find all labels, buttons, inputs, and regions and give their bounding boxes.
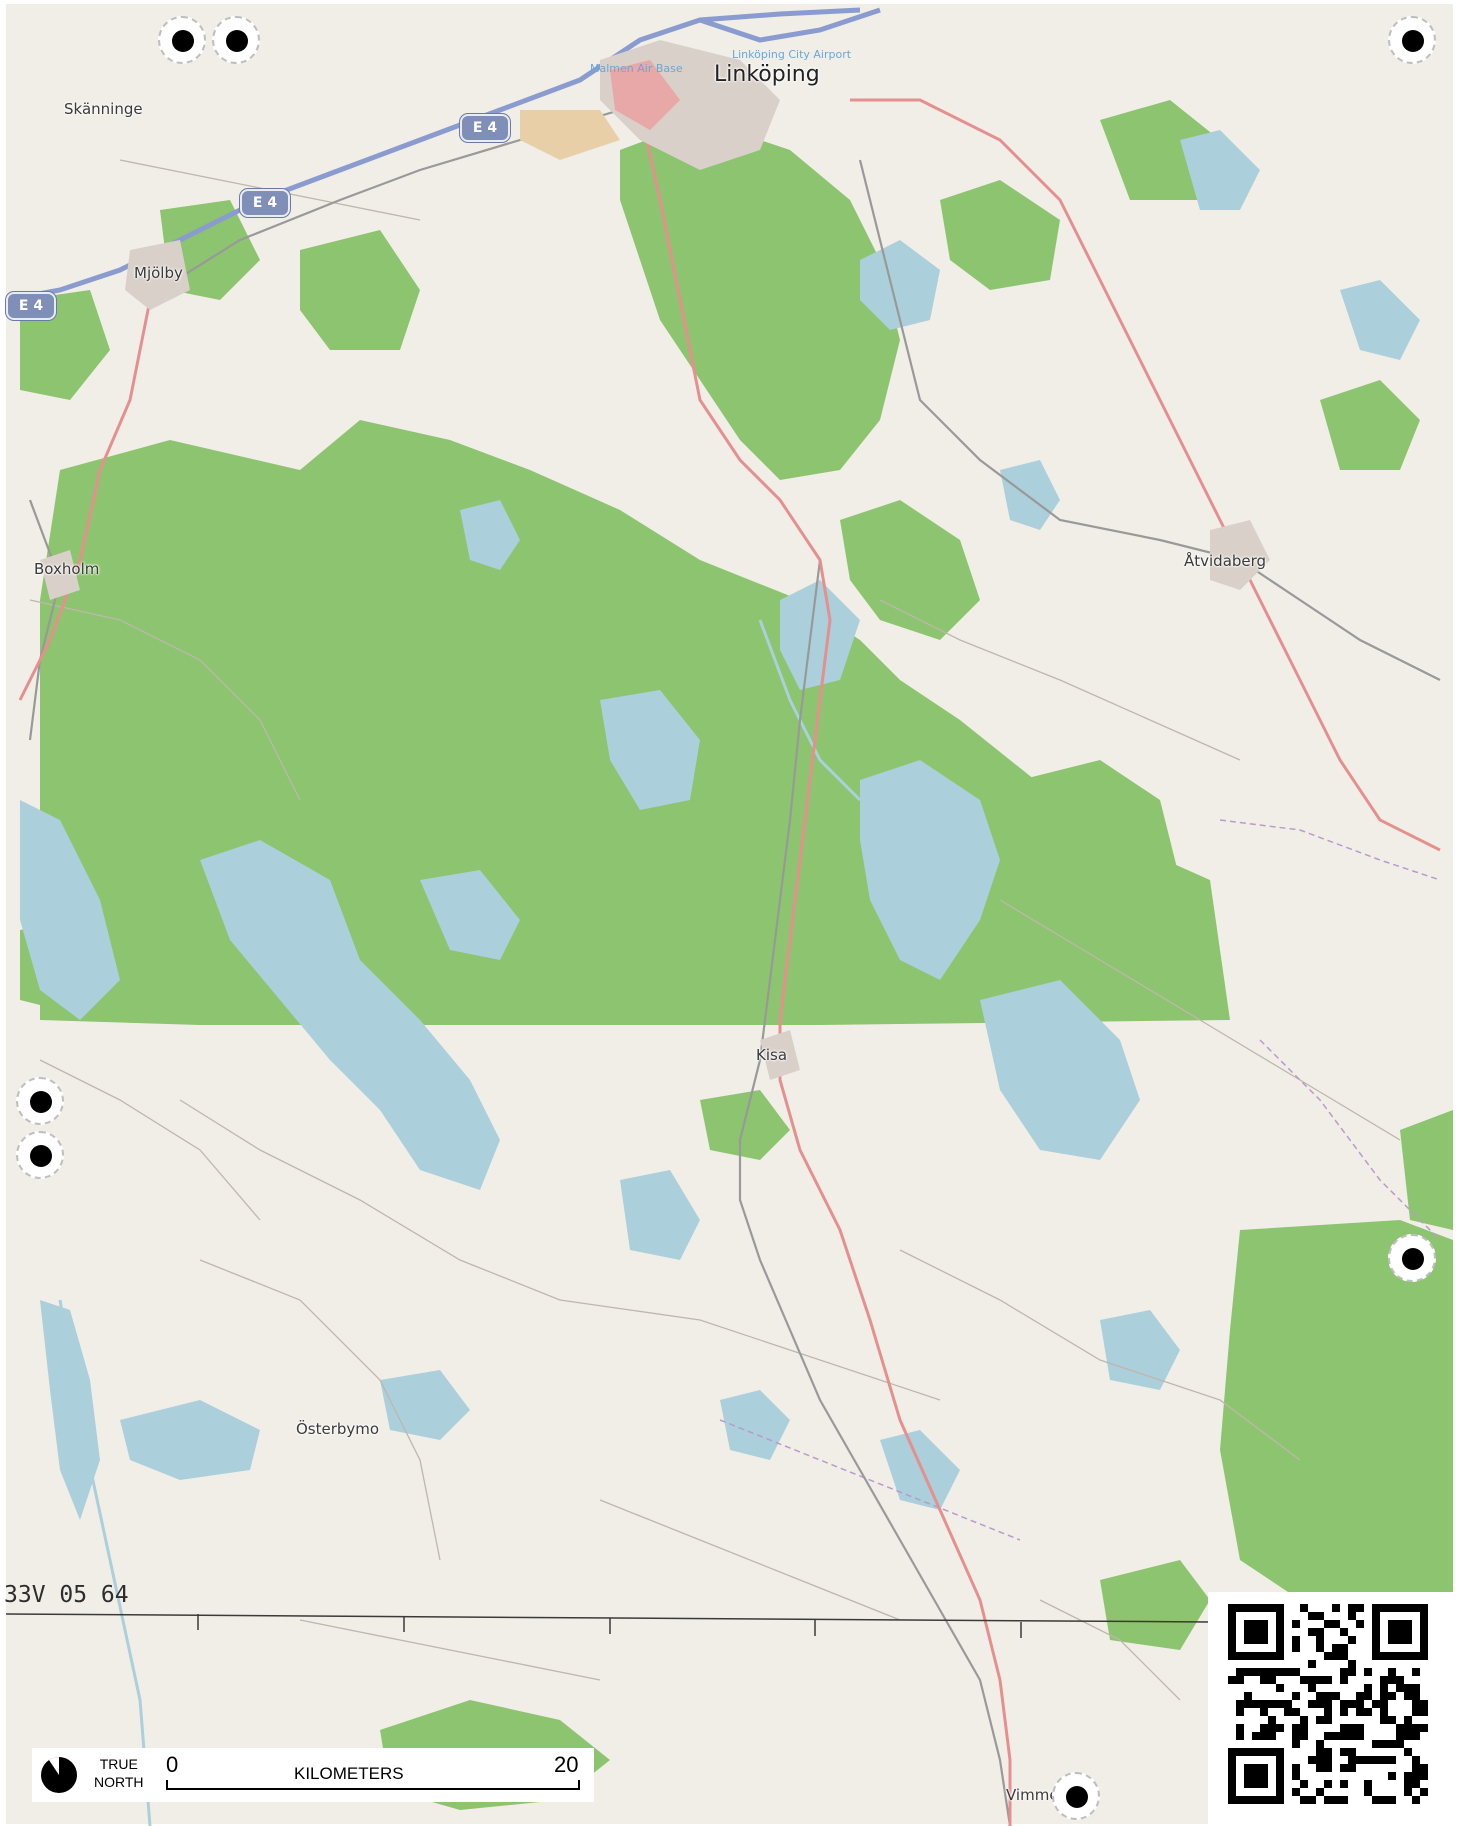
- qr-code-graphic: [1228, 1604, 1428, 1804]
- true-north-line1: TRUE: [99, 1756, 138, 1772]
- primary-roads: [18, 98, 1441, 1826]
- place-label-skanninge[interactable]: Skänninge: [64, 100, 143, 118]
- map-marker[interactable]: [16, 1131, 64, 1179]
- map-marker[interactable]: [1388, 1234, 1436, 1282]
- qr-code-icon[interactable]: [1208, 1592, 1457, 1826]
- north-arrow-icon: [41, 1756, 77, 1793]
- poi-label-linkoping-airport[interactable]: Linköping City Airport: [732, 48, 852, 61]
- place-label-boxholm[interactable]: Boxholm: [34, 560, 100, 578]
- place-label-linkoping[interactable]: Linköping: [714, 62, 820, 87]
- true-north-line2: NORTH: [94, 1774, 144, 1790]
- rivers: [58, 619, 862, 1826]
- motorway-e4: [5, 7, 881, 303]
- map-marker[interactable]: [1052, 1772, 1100, 1820]
- true-north-label: TRUE NORTH: [94, 1755, 144, 1791]
- railway: [28, 69, 1441, 1826]
- place-label-mjolby[interactable]: Mjölby: [134, 264, 183, 282]
- map-legend: TRUE NORTH 0 KILOMETERS 20: [32, 1748, 594, 1802]
- map-marker[interactable]: [16, 1077, 64, 1125]
- scale-start-label: 0: [166, 1752, 179, 1777]
- utm-grid-ticks: [197, 1614, 1022, 1638]
- urban-areas: [40, 40, 1270, 1080]
- utm-grid-line: [5, 1613, 1211, 1623]
- map-marker[interactable]: [212, 16, 260, 64]
- place-label-atvidaberg[interactable]: Åtvidaberg: [1184, 552, 1267, 570]
- water-areas: [20, 130, 1420, 1770]
- admin-boundaries: [719, 819, 1441, 1541]
- minor-roads: [29, 159, 1401, 1701]
- scale-end-label: 20: [554, 1752, 579, 1777]
- scale-bar: [166, 1780, 580, 1790]
- poi-label-malmen-air-base[interactable]: Malmen Air Base: [590, 62, 683, 75]
- place-label-osterbymo[interactable]: Österbymo: [296, 1420, 380, 1438]
- road-shield-e4: E 4: [6, 292, 56, 320]
- road-shield-e4: E 4: [460, 114, 510, 142]
- map-marker[interactable]: [1388, 16, 1436, 64]
- place-label-kisa[interactable]: Kisa: [756, 1046, 788, 1064]
- scale-unit-label: KILOMETERS: [294, 1764, 404, 1783]
- map-marker[interactable]: [158, 16, 206, 64]
- road-shield-e4: E 4: [240, 189, 290, 217]
- utm-grid-label: 33V 05 64: [4, 1582, 129, 1608]
- place-label-vimmerby[interactable]: Vimme: [1006, 1786, 1059, 1804]
